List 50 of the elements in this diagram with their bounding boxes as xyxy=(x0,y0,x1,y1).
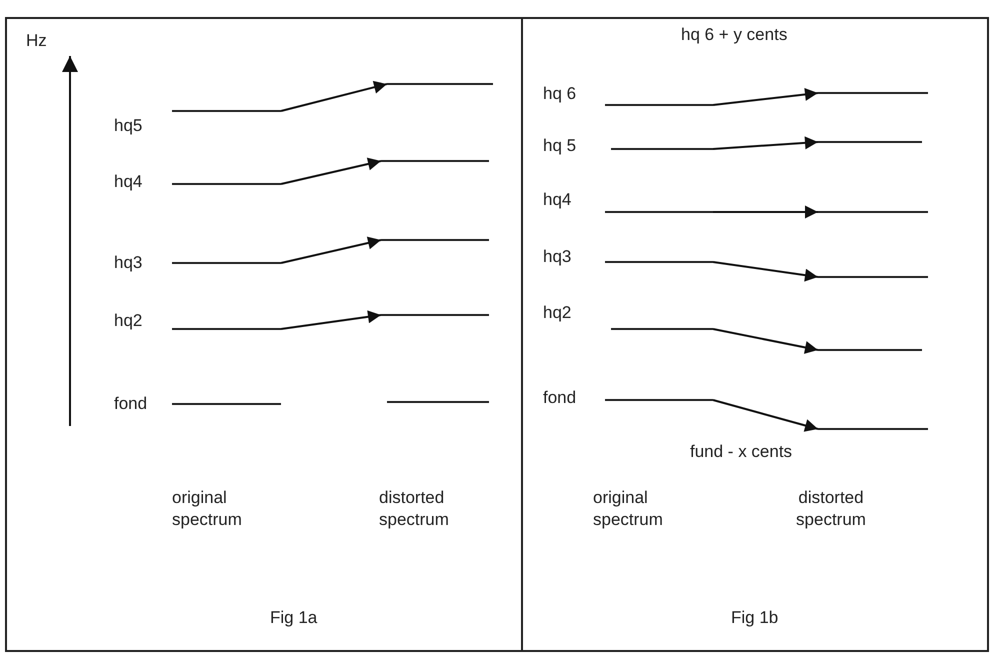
spectrum-line xyxy=(381,239,489,241)
spectrum-line xyxy=(543,136,713,156)
harmonic-label: hq 5 xyxy=(543,136,576,156)
spectrum-line xyxy=(818,428,928,430)
arrow xyxy=(280,80,388,112)
axis-label: Hz xyxy=(26,30,48,52)
spectrum-line xyxy=(818,141,922,143)
harmonic-label: hq2 xyxy=(114,311,142,331)
spectrum-line xyxy=(387,83,493,85)
spectrum-line xyxy=(543,303,713,330)
spectrum-line xyxy=(114,311,281,331)
spectrum-line xyxy=(543,84,713,106)
harmonic-label: hq3 xyxy=(543,247,572,267)
harmonic-label: hq5 xyxy=(114,116,142,136)
spectrum-line xyxy=(114,110,281,136)
spectrum-line xyxy=(818,276,928,278)
figure-label: Fig 1a xyxy=(270,607,318,629)
harmonic-label: hq 6 xyxy=(543,84,576,104)
arrow xyxy=(712,328,818,354)
arrow xyxy=(713,206,818,218)
arrow xyxy=(280,158,382,185)
spectrum-line xyxy=(543,190,713,213)
caption-text: original spectrum xyxy=(593,487,664,531)
spectrum-line xyxy=(387,401,489,403)
spectrum-line xyxy=(381,314,489,316)
caption-text: distorted spectrum xyxy=(795,487,867,531)
annotation-text: hq 6 + y cents xyxy=(681,24,788,46)
spectrum-line xyxy=(114,172,281,192)
harmonic-label: hq4 xyxy=(543,190,572,210)
spectrum-line xyxy=(818,92,928,94)
spectrum-line xyxy=(381,160,489,162)
arrow xyxy=(712,399,818,432)
spectrum-line xyxy=(114,253,281,273)
arrow xyxy=(712,136,818,150)
caption-text: distorted spectrum xyxy=(379,487,450,531)
arrow xyxy=(712,261,818,282)
harmonic-label: hq3 xyxy=(114,253,142,273)
spectrum-line xyxy=(818,211,928,213)
harmonic-label: hq4 xyxy=(114,172,142,192)
harmonic-label: hq2 xyxy=(543,303,572,323)
harmonic-label: fond xyxy=(543,388,576,408)
figure-label: Fig 1b xyxy=(731,607,780,629)
annotation-text: fund - x cents xyxy=(690,441,792,463)
arrow xyxy=(712,88,818,106)
harmonic-label: fond xyxy=(114,394,148,414)
spectrum-line xyxy=(543,247,713,267)
caption-text: original spectrum xyxy=(172,487,243,531)
arrow xyxy=(280,236,382,264)
arrow xyxy=(280,310,382,330)
spectrum-line xyxy=(818,349,922,351)
